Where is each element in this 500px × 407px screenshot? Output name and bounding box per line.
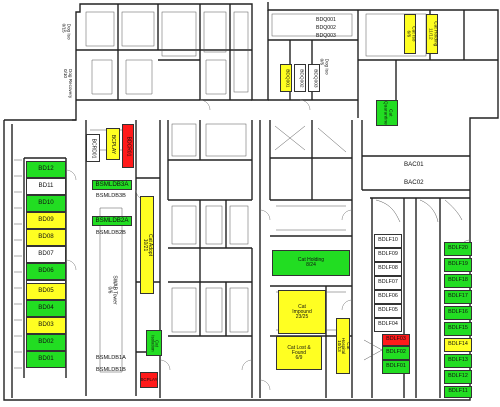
room-bdlf17[interactable]: BDLF17 bbox=[444, 290, 472, 304]
room-bac01: BAC01 bbox=[404, 161, 424, 168]
room-bdlf05[interactable]: BDLF05 bbox=[374, 304, 402, 318]
room-bac02: BAC02 bbox=[404, 179, 424, 186]
room-bdlf09[interactable]: BDLF09 bbox=[374, 248, 402, 262]
room-bdq001[interactable]: BDQ001 bbox=[280, 64, 292, 92]
room-bdlf12[interactable]: BDLF12 bbox=[444, 370, 472, 384]
room-bsmldb2b: BSMLDB2B bbox=[96, 230, 126, 236]
room-bdcr01[interactable]: BDCR01 bbox=[122, 124, 134, 168]
room-bdlf13[interactable]: BDLF13 bbox=[444, 354, 472, 368]
room-bdlf03[interactable]: BDLF03 bbox=[382, 334, 410, 346]
room-bd08[interactable]: BD08 bbox=[26, 229, 66, 246]
room-bdlf19[interactable]: BDLF19 bbox=[444, 258, 472, 272]
room-bd03[interactable]: BD03 bbox=[26, 317, 66, 334]
room-bd02[interactable]: BD02 bbox=[26, 334, 66, 351]
room-cat-adopt[interactable]: Cat Adopt 10/21 bbox=[140, 196, 154, 294]
room-bdq002-top: BDQ002 bbox=[316, 25, 336, 31]
room-bdlf20[interactable]: BDLF20 bbox=[444, 242, 472, 256]
room-bdlf04[interactable]: BDLF04 bbox=[374, 318, 402, 332]
label-swab-tower: SWAB Tower 0/6 bbox=[107, 275, 118, 305]
room-bd07[interactable]: BD07 bbox=[26, 246, 66, 263]
room-bdq003[interactable]: BDQ003 bbox=[308, 64, 320, 92]
room-bd09[interactable]: BD09 bbox=[26, 212, 66, 229]
room-bdq002[interactable]: BDQ002 bbox=[294, 64, 306, 92]
room-bdlf07[interactable]: BDLF07 bbox=[374, 276, 402, 290]
room-cat-holding-mid[interactable]: Cat Holding 8/24 bbox=[272, 250, 350, 276]
room-bd04[interactable]: BD04 bbox=[26, 300, 66, 317]
room-bdlf06[interactable]: BDLF06 bbox=[374, 290, 402, 304]
room-cat-quarantine[interactable]: Cat Quarantine bbox=[376, 100, 398, 126]
room-bdlf08[interactable]: BDLF08 bbox=[374, 262, 402, 276]
room-bdlf10[interactable]: BDLF10 bbox=[374, 234, 402, 248]
room-bd11[interactable]: BD11 bbox=[26, 178, 66, 195]
room-bcplay-top[interactable]: BCPLAY bbox=[106, 128, 120, 160]
room-bcrd01[interactable]: BCRD01 bbox=[86, 134, 100, 162]
label-dog-iso-top: Dog Iso 0/15 bbox=[62, 24, 72, 40]
room-bdlf14[interactable]: BDLF14 bbox=[444, 338, 472, 352]
room-cat-isolation[interactable]: Cat Isolation bbox=[146, 330, 162, 356]
room-bdq003-top: BDQ003 bbox=[316, 33, 336, 39]
room-cat-iso[interactable]: Cat Iso 6/6 bbox=[404, 14, 416, 54]
label-dog-iso-mid: Dog Iso 0/6 bbox=[320, 59, 330, 75]
room-bsmldb2a[interactable]: BSMLDB2A bbox=[92, 216, 132, 226]
room-bdlf18[interactable]: BDLF18 bbox=[444, 274, 472, 288]
room-bd06[interactable]: BD06 bbox=[26, 263, 66, 280]
room-bd05[interactable]: BD05 bbox=[26, 283, 66, 300]
room-cat-impound[interactable]: Cat Impound 23/25 bbox=[278, 290, 326, 334]
room-bdlf02[interactable]: BDLF02 bbox=[382, 346, 410, 360]
room-bdq001-top: BDQ001 bbox=[316, 17, 336, 23]
room-bdlf16[interactable]: BDLF16 bbox=[444, 306, 472, 320]
room-cat-lost-found[interactable]: Cat Lost & Found 6/9 bbox=[276, 336, 322, 370]
room-bd12[interactable]: BD12 bbox=[26, 161, 66, 178]
room-bdlf15[interactable]: BDLF15 bbox=[444, 322, 472, 336]
room-bsmldb3b: BSMLDB3B bbox=[96, 193, 126, 199]
room-bd10[interactable]: BD10 bbox=[26, 195, 66, 212]
room-bsmldb1b: BSMLDB1B bbox=[96, 367, 126, 373]
room-bcplay-bottom[interactable]: BCPLAY bbox=[140, 372, 158, 388]
room-bdlf01[interactable]: BDLF01 bbox=[382, 360, 410, 374]
label-dog-recovery: Dog Recovery 0/10 bbox=[64, 69, 74, 99]
room-bsmldb1a: BSMLDB1A bbox=[96, 355, 126, 361]
room-bd01[interactable]: BD01 bbox=[26, 351, 66, 368]
room-bdlf11[interactable]: BDLF11 bbox=[444, 386, 472, 398]
room-cat-holding-top[interactable]: Cat Holding 11/12 bbox=[426, 14, 438, 54]
room-cat-hospital[interactable]: Cat Hospital 10/13 bbox=[336, 318, 351, 374]
room-bsmldb3a[interactable]: BSMLDB3A bbox=[92, 180, 132, 190]
